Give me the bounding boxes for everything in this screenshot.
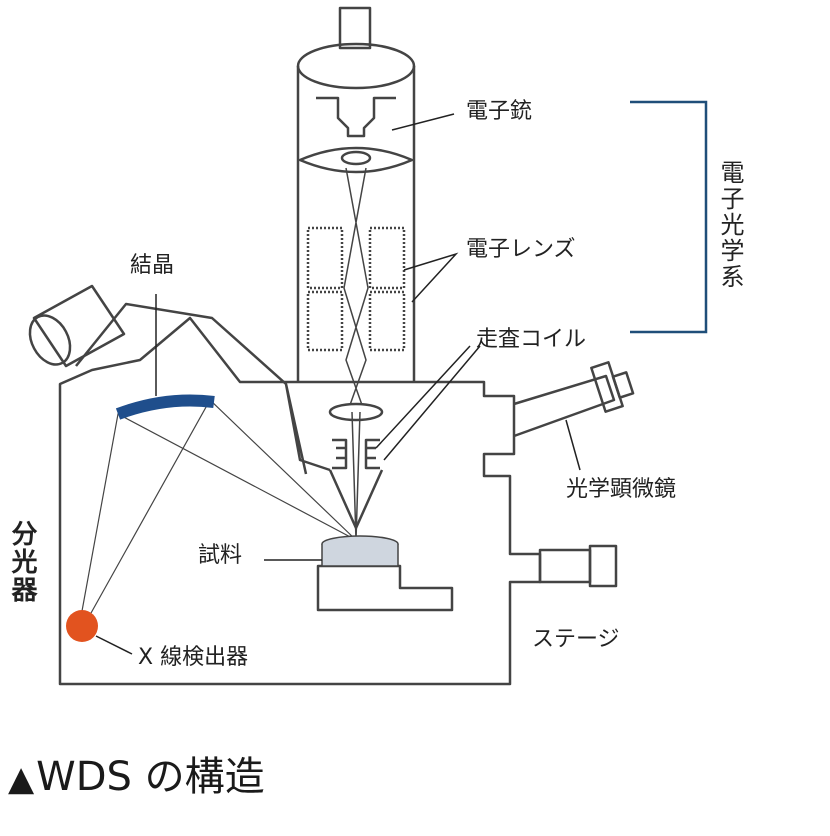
label-electron-lens: 電子レンズ — [466, 237, 576, 262]
label-crystal: 結晶 — [130, 253, 174, 278]
leader-scan-coil — [375, 345, 481, 461]
caption-text: WDS の構造 — [36, 754, 265, 800]
leader-electron-lens — [403, 252, 459, 303]
optical-microscope-arm — [513, 374, 616, 438]
gun-cathode — [316, 96, 396, 138]
optical-microscope-knob — [611, 371, 635, 399]
detector-arm-cap — [28, 314, 72, 366]
scan-coil-right — [364, 438, 380, 470]
optical-microscope-eyepiece — [590, 361, 624, 413]
crystal — [115, 394, 215, 420]
stage-block — [316, 564, 454, 612]
wds-structure-diagram: 電子銃 電子レンズ 走査コイル 結晶 試料 X 線検出器 光学顕微鏡 ステージ … — [7, 6, 744, 686]
figure-caption: ▲WDS の構造 — [8, 744, 265, 802]
objective-disk — [328, 402, 384, 422]
gun-aperture — [340, 150, 372, 166]
label-spectrometer: 分光器 — [7, 520, 38, 604]
detector-arm-tube — [32, 284, 126, 368]
chamber-outline — [58, 316, 542, 686]
leader-electron-gun — [391, 113, 455, 131]
electron-beam — [343, 167, 369, 406]
label-scan-coil: 走査コイル — [476, 327, 586, 352]
leader-optical-microscope — [565, 419, 581, 471]
label-sample: 試料 — [198, 543, 242, 568]
lens-lower-right — [368, 290, 406, 352]
label-stage: ステージ — [532, 627, 620, 652]
column-top — [296, 42, 416, 90]
lens-upper-right — [368, 226, 406, 290]
sample-body — [321, 544, 399, 567]
label-electron-gun: 電子銃 — [466, 99, 532, 124]
xray-path-lower — [85, 399, 357, 623]
label-xray-detector: X 線検出器 — [138, 645, 248, 670]
spectrometer-housing — [75, 302, 331, 475]
optics-system-bracket — [630, 100, 708, 334]
lens-lower-left — [306, 290, 344, 352]
stage-knob-end — [588, 544, 618, 588]
label-electron-optics-system: 電子光学系 — [716, 160, 744, 290]
xray-path-upper — [79, 413, 357, 623]
caption-marker: ▲ — [8, 759, 35, 799]
leader-detector — [95, 635, 133, 655]
final-beam — [351, 411, 361, 541]
lens-upper-left — [306, 226, 344, 290]
xray-detector-marker — [66, 610, 98, 642]
scan-coil-left — [332, 438, 348, 470]
label-optical-microscope: 光学顕微鏡 — [566, 477, 676, 502]
gun-anode — [298, 146, 414, 174]
pole-piece — [328, 469, 384, 530]
gun-top-tube — [338, 6, 372, 50]
column-body — [296, 66, 416, 382]
stage-knob — [538, 548, 592, 584]
